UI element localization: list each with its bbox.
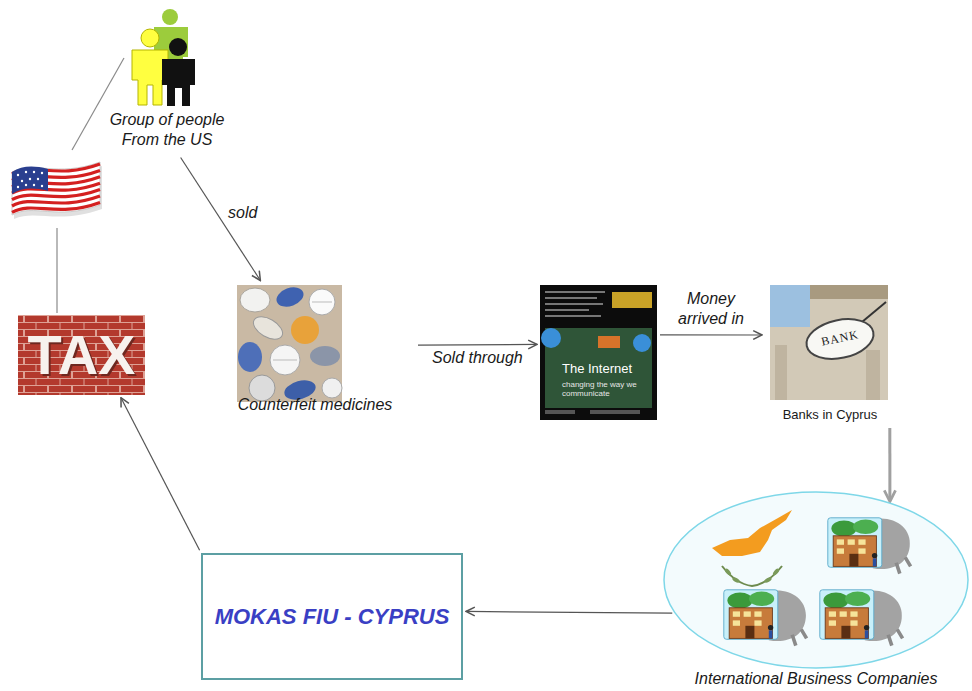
pills-picture (274, 284, 306, 310)
us-flag (41, 185, 43, 187)
node-caption: International Business Companies (695, 670, 938, 688)
flow-arrow (121, 398, 200, 551)
companies-picture (664, 492, 968, 668)
people-icon (162, 9, 178, 25)
us-flag (33, 171, 35, 173)
pills-picture (312, 302, 332, 303)
internet-picture (590, 410, 640, 414)
bank-picture (803, 313, 877, 364)
us-flag (29, 178, 31, 180)
picture-title: The Internet (562, 361, 632, 377)
pills-picture (322, 378, 342, 398)
internet-picture (545, 297, 597, 299)
companies-picture (664, 492, 968, 668)
internet-picture (541, 328, 561, 348)
companies-picture (712, 510, 792, 556)
people-icon (141, 29, 159, 47)
internet-picture (545, 303, 603, 305)
picture-title: TAX (28, 324, 136, 386)
bank-picture (866, 350, 880, 400)
us-flag (12, 190, 100, 200)
edge-label: sold (226, 203, 259, 223)
us-flag (12, 196, 100, 206)
pills-picture (310, 346, 340, 366)
pills-picture (238, 342, 262, 372)
companies-ellipse: International Business Companies (662, 488, 970, 690)
pills-picture (309, 289, 335, 315)
picture-tagline: changing the way we communicate (562, 380, 642, 398)
pills-picture (291, 316, 319, 344)
companies-picture (732, 576, 741, 583)
node-caption: Counterfeit medicines (238, 395, 393, 415)
bank-sign-text: BANK (820, 327, 860, 349)
flow-arrow (418, 344, 537, 346)
tax-node: TAX (18, 315, 145, 395)
internet-picture (545, 410, 575, 414)
flow-arrow (660, 334, 762, 335)
companies-picture (722, 566, 782, 586)
us-flag (12, 202, 100, 212)
us-flag (21, 180, 23, 182)
pills-picture (250, 312, 287, 344)
us-flag (25, 184, 27, 186)
companies-picture (764, 576, 773, 583)
pills-picture (240, 288, 270, 312)
flow-arrow (888, 428, 891, 500)
bank-picture (770, 285, 810, 327)
flow-arrow (466, 611, 672, 613)
people-icon (132, 9, 195, 106)
us-flag (12, 162, 100, 215)
internet-picture (540, 285, 657, 420)
flow-arrow (181, 158, 261, 281)
internet-node: The Internet changing the way we communic… (540, 285, 657, 420)
bank-picture (770, 285, 888, 400)
us-flag (12, 167, 48, 194)
bank-picture (862, 302, 886, 322)
box-title: MOKAS FIU - CYPRUS (215, 604, 450, 630)
fiu-box: MOKAS FIU - CYPRUS (201, 553, 463, 680)
internet-picture (545, 309, 589, 311)
companies-picture (724, 568, 732, 577)
flag-link-line (56, 228, 57, 313)
pills-picture (237, 284, 342, 403)
companies-picture (724, 590, 807, 646)
pills-picture (273, 360, 297, 361)
internet-picture (540, 285, 657, 420)
internet-picture (545, 291, 605, 293)
people-node: Group of people From the US (92, 10, 242, 155)
companies-picture (772, 568, 780, 577)
internet-picture (612, 292, 652, 308)
us-flag (17, 174, 19, 176)
people-icon (169, 38, 187, 56)
us-flag (12, 162, 102, 219)
us-flag (37, 178, 39, 180)
internet-picture (598, 336, 620, 348)
us-flag (25, 171, 27, 173)
internet-picture (633, 334, 651, 352)
edge-label: Sold through (430, 348, 525, 368)
medicine-node: Counterfeit medicines (215, 283, 415, 418)
brick-wall (18, 315, 145, 395)
bank-node: BANK Banks in Cyprus (765, 285, 895, 425)
people-icon (162, 59, 195, 106)
node-caption: Banks in Cyprus (783, 407, 878, 423)
us-flag (17, 186, 19, 188)
internet-picture (545, 328, 652, 408)
pills-picture (270, 345, 300, 375)
ellipse-outline (664, 492, 968, 668)
companies-picture (828, 518, 911, 574)
bank-picture (810, 285, 888, 299)
bank-picture (770, 285, 888, 400)
internet-picture (545, 315, 601, 317)
us-flag (33, 184, 35, 186)
bank-picture (775, 345, 787, 400)
node-caption: Group of people From the US (97, 110, 237, 150)
companies-picture (820, 590, 903, 646)
flag-link-line (72, 58, 124, 150)
us-flag (41, 172, 43, 174)
ellipse-outline (662, 488, 970, 688)
edge-label: Money arrived in (664, 289, 758, 329)
